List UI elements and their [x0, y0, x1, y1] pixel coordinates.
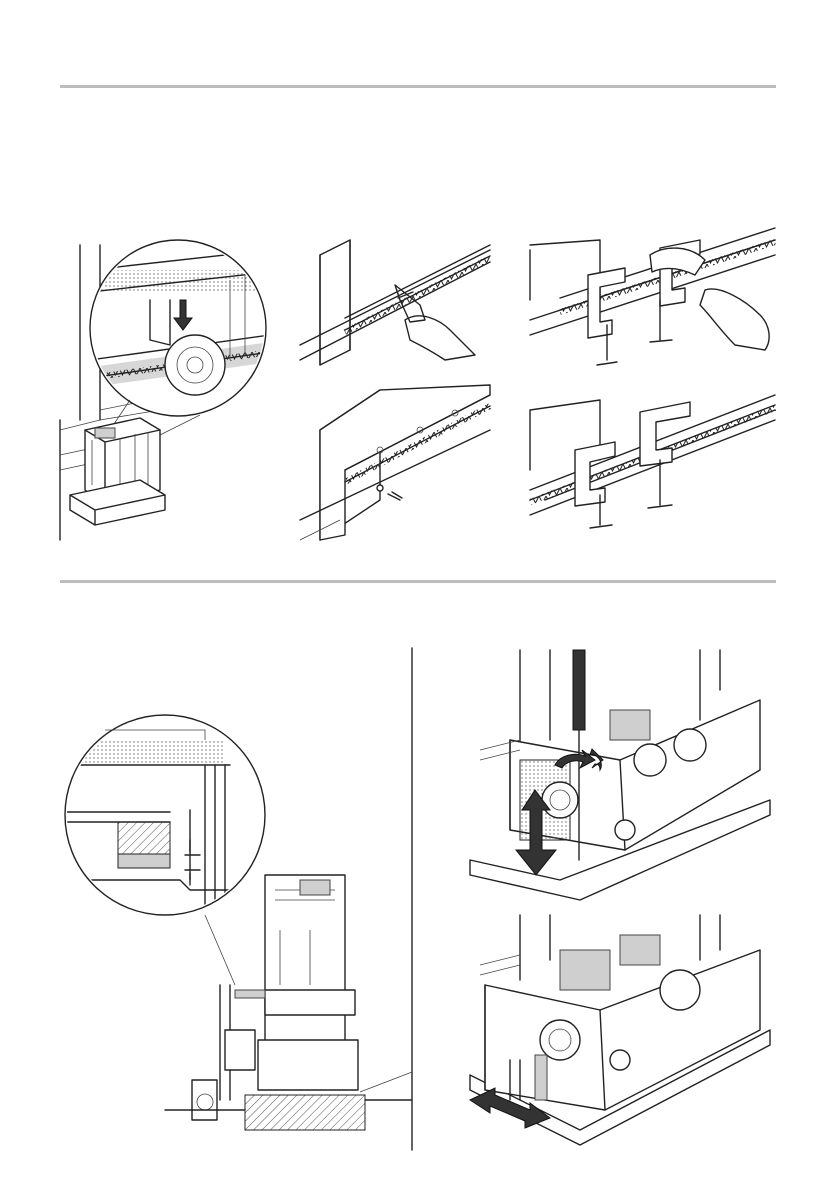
figure-rack-on-gear — [60, 240, 270, 540]
figure-rack-clamps-top — [530, 228, 775, 365]
figure-rack-hand-placement — [300, 240, 490, 365]
figure-rack-clamps-bottom — [530, 395, 775, 528]
figure-gear-rack-clearance — [60, 648, 412, 1150]
figure-base-slide-adjustment — [470, 915, 770, 1145]
figure-rack-screwed — [300, 385, 490, 540]
figure-screwdriver-adjustment — [470, 650, 770, 900]
